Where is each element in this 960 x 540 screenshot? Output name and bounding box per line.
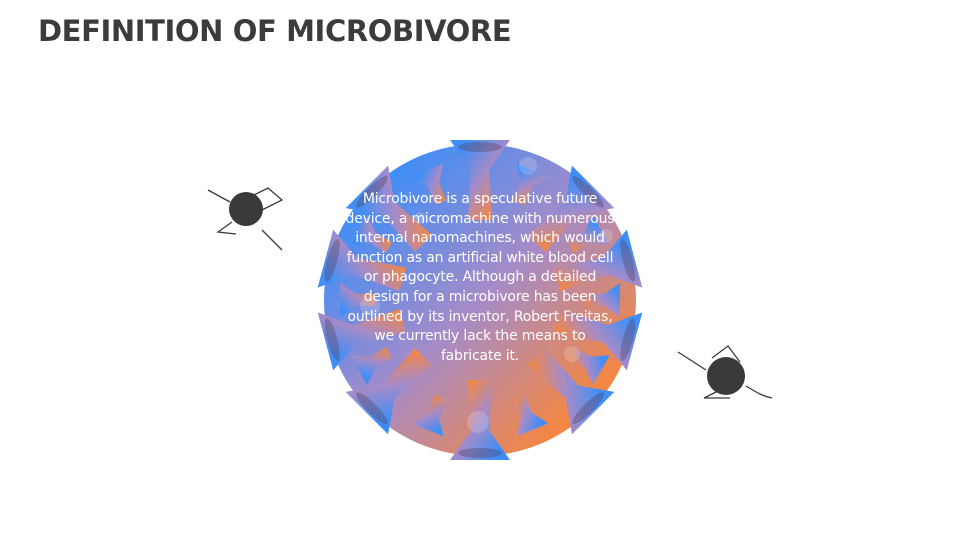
- virus-bubbles: [360, 157, 613, 433]
- virus-body: [317, 140, 643, 460]
- definition-text: Microbivore is a speculative future devi…: [345, 191, 615, 364]
- bacteriophage-icon: [207, 187, 284, 251]
- slide-title: DEFINITION OF MICROBIVORE: [38, 14, 512, 48]
- bacteriophage-icon: [677, 345, 773, 399]
